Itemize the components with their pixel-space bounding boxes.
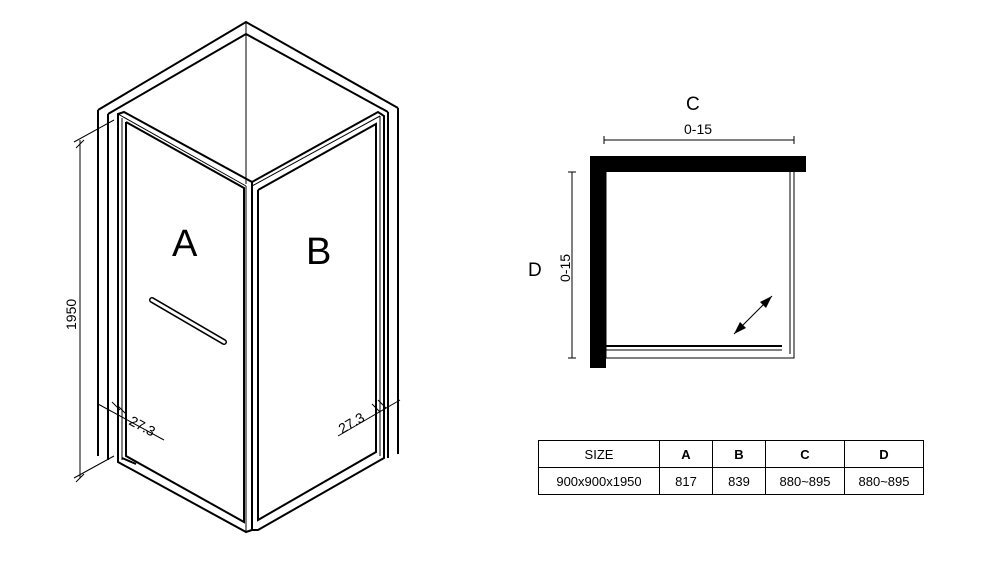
cell-d: 880~895	[844, 467, 924, 495]
plan-view: C 0-15 D 0-15	[528, 94, 806, 368]
back-walls	[97, 20, 399, 460]
table-row: 900x900x1950 817 839 880~895 880~895	[538, 467, 924, 495]
panel-b-fixed	[251, 110, 385, 531]
height-label: 1950	[63, 299, 79, 330]
wall-left	[590, 156, 606, 368]
cell-a: 817	[659, 467, 713, 495]
panel-a-door	[117, 110, 253, 534]
dimension-d-label: D	[528, 260, 542, 281]
header-c: C	[765, 440, 845, 468]
c-adjust-label: 0-15	[684, 121, 712, 137]
table-header-row: SIZE A B C D	[538, 440, 924, 468]
header-b: B	[712, 440, 766, 468]
profile-left-label: 27.3	[127, 413, 159, 440]
height-dimension: 1950	[63, 119, 115, 483]
spec-table: SIZE A B C D 900x900x1950 817 839 880~89…	[538, 440, 924, 495]
panel-a-label: A	[172, 223, 198, 265]
dimension-c-label: C	[686, 94, 700, 115]
header-a: A	[659, 440, 713, 468]
header-size: SIZE	[538, 440, 660, 468]
d-adjust-label: 0-15	[557, 254, 573, 282]
cell-b: 839	[712, 467, 766, 495]
door-handle	[149, 297, 227, 345]
cell-size: 900x900x1950	[538, 467, 660, 495]
profile-right-label: 27.3	[336, 409, 368, 437]
door-swing-arrow	[733, 295, 773, 335]
cell-c: 880~895	[765, 467, 845, 495]
wall-top	[590, 156, 806, 172]
header-d: D	[844, 440, 924, 468]
enclosure-3d-view: A B 1950 27.3 27.3	[63, 20, 401, 534]
panel-b-label: B	[306, 231, 331, 273]
profile-dimension-right: 27.3	[336, 399, 401, 437]
